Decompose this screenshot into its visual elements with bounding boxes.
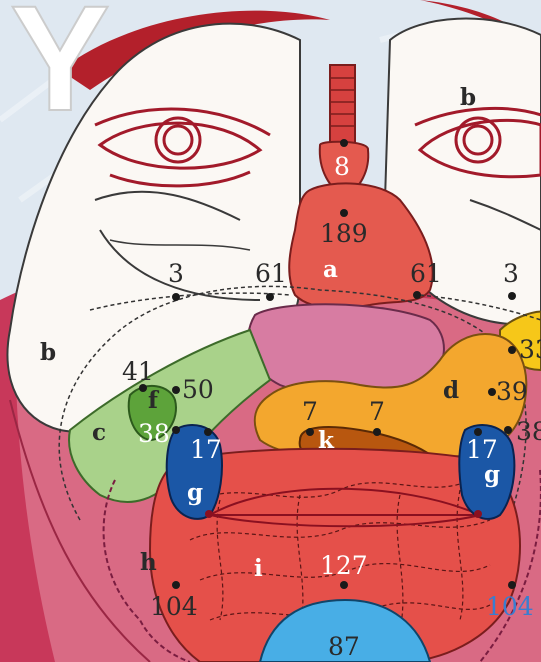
label-lung-right: b <box>460 84 476 111</box>
label-stomach-point-left: 7 <box>302 397 318 426</box>
label-thymus-letter: a <box>323 256 338 283</box>
label-kidney-left-point: 17 <box>190 435 222 464</box>
label-heart-right-point: 33 <box>519 335 541 364</box>
label-kidney-right-point: 17 <box>466 435 498 464</box>
label-thyroid-point: 8 <box>334 152 350 181</box>
label-lung-point-right-mid: 61 <box>410 259 442 288</box>
label-colon-letter: h <box>140 549 157 576</box>
label-bladder-point: 87 <box>328 632 360 661</box>
label-liver-letter: c <box>92 419 106 446</box>
label-stomach-letter: d <box>443 377 459 404</box>
label-gallbladder-point-right: 50 <box>182 375 214 404</box>
label-intestine-point: 127 <box>320 551 368 580</box>
label-pancreas-letter: k <box>318 427 335 454</box>
label-lower-left-point: 104 <box>150 592 198 621</box>
label-lower-right-point: 104 <box>486 592 534 621</box>
label-intestine-letter: i <box>254 555 263 582</box>
label-kidney-left-letter: g <box>187 479 203 506</box>
label-lung-point-right: 3 <box>503 259 519 288</box>
label-kidney-right-letter: g <box>484 461 500 488</box>
label-lung-left: b <box>40 339 56 366</box>
label-lung-point-mid: 61 <box>255 259 287 288</box>
label-trachea-point: 189 <box>320 219 368 248</box>
label-right-edge-point: 38 <box>516 417 541 446</box>
label-liver-point: 38 <box>138 419 170 448</box>
label-stomach-point-right: 7 <box>369 397 385 426</box>
label-lung-point-left: 3 <box>168 259 184 288</box>
label-gallbladder-point: 41 <box>122 357 154 386</box>
label-stomach-point-far: 39 <box>496 377 528 406</box>
